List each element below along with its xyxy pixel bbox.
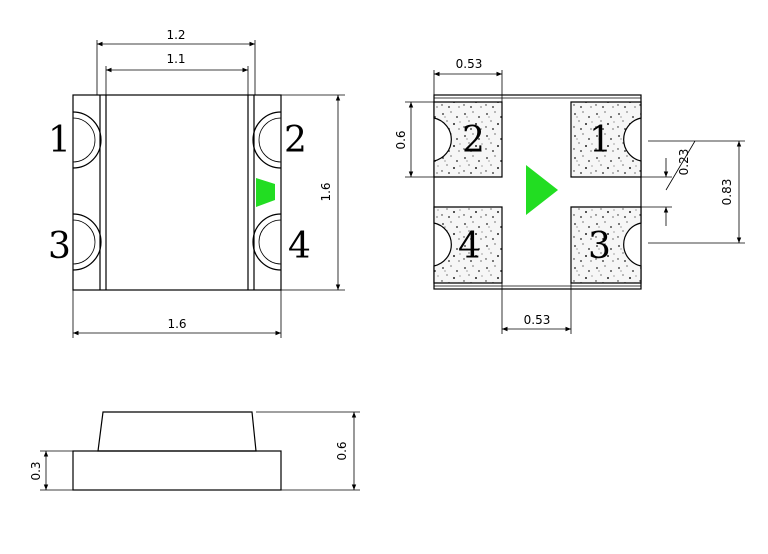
side-view: 0.3 0.6 <box>29 411 360 491</box>
castellation-right-top <box>252 111 282 169</box>
dim-label-pad-height: 0.6 <box>394 130 408 149</box>
dim-label-bottom-width: 1.6 <box>167 317 186 331</box>
pin-label-4: 4 <box>288 226 311 267</box>
dim-label-total-height: 0.6 <box>335 441 349 460</box>
top-view: 1 2 3 4 1.2 1.1 1.6 1.6 <box>48 28 345 338</box>
pad-label-4: 4 <box>458 226 481 267</box>
pad-3 <box>570 206 642 284</box>
top-view-outline <box>72 94 282 291</box>
castellation-left-bottom <box>72 213 102 271</box>
dim-label-span: 0.83 <box>720 179 734 206</box>
dim-label-pad-width-bottom: 0.53 <box>524 313 551 327</box>
castellation-left-top <box>72 111 102 169</box>
pad-label-3: 3 <box>588 226 611 267</box>
side-view-lens <box>97 411 257 452</box>
castellation-left-bottom-inner <box>72 219 96 265</box>
pad-label-1: 1 <box>589 120 612 161</box>
pad-4 <box>433 206 503 284</box>
dim-label-top-inner: 1.1 <box>166 52 185 66</box>
dim-label-height: 1.6 <box>319 182 333 201</box>
pad-view: 2 1 4 3 0.53 0.6 0.23 0.83 0.53 <box>394 57 745 334</box>
polarity-marker <box>256 178 275 207</box>
pad-1 <box>570 101 642 178</box>
polarity-triangle <box>526 165 558 215</box>
castellation-left-top-inner <box>72 117 96 163</box>
dim-leader-gap <box>665 140 696 191</box>
pin-label-1: 1 <box>48 120 71 161</box>
dim-label-top-outer: 1.2 <box>166 28 185 42</box>
castellation-right-bottom-inner <box>258 219 282 265</box>
castellation-right-bottom <box>252 213 282 271</box>
pad-view-outline <box>433 94 642 290</box>
dim-label-gap: 0.23 <box>677 149 691 176</box>
pin-label-2: 2 <box>284 120 307 161</box>
castellation-right-top-inner <box>258 117 282 163</box>
pad-2 <box>433 101 503 178</box>
dim-label-base-height: 0.3 <box>29 461 43 480</box>
pad-label-2: 2 <box>462 120 485 161</box>
pin-label-3: 3 <box>48 226 71 267</box>
dim-label-pad-width-top: 0.53 <box>456 57 483 71</box>
side-view-base <box>72 450 282 491</box>
